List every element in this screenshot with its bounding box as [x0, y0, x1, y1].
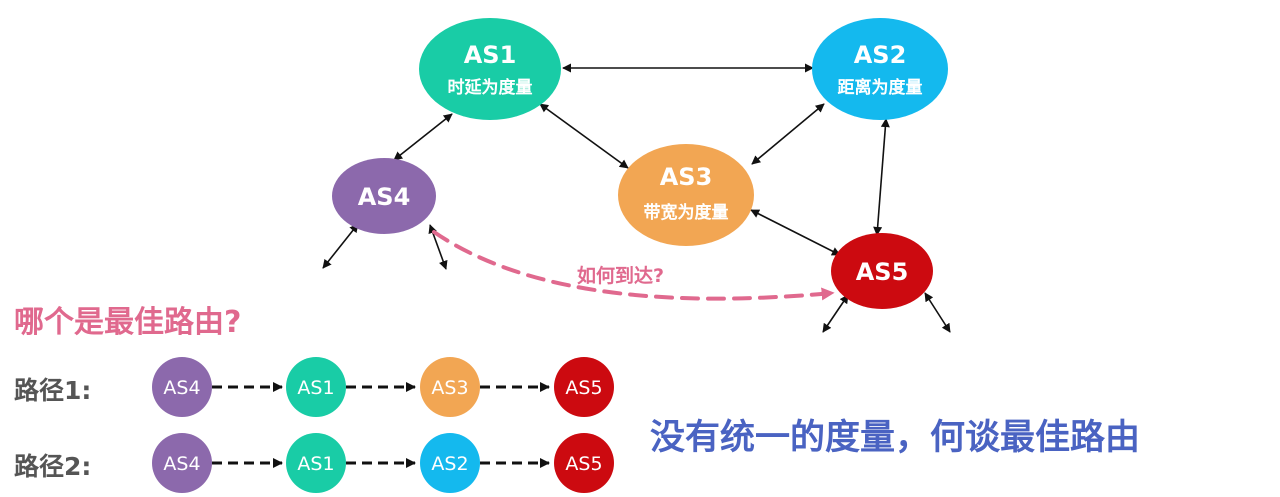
path2-hop3-circle — [420, 433, 480, 493]
path1-hop3-circle — [420, 357, 480, 417]
node-as2-metric: 距离为度量 — [838, 77, 923, 98]
path1-hop2-circle — [286, 357, 346, 417]
edge-as4-out-left — [322, 223, 359, 269]
edge-as1-as4 — [393, 113, 453, 161]
path1-hop3-label: AS3 — [431, 377, 468, 399]
node-as1: AS1 时延为度量 — [419, 18, 561, 120]
path2-hop3-label: AS2 — [431, 453, 468, 475]
node-as4-name: AS4 — [358, 183, 411, 211]
node-as5: AS5 — [831, 233, 933, 309]
node-as2-bubble — [812, 18, 948, 120]
route-question-label: 如何到达? — [577, 264, 664, 287]
path2-hop2-circle — [286, 433, 346, 493]
node-as1-metric: 时延为度量 — [448, 77, 533, 98]
node-as2: AS2 距离为度量 — [812, 18, 948, 120]
path1-hop4-circle — [554, 357, 614, 417]
edge-as5-out-right — [924, 292, 951, 333]
path1-hop4-label: AS5 — [565, 377, 602, 399]
node-as3-bubble — [618, 144, 754, 246]
node-as4-bubble — [332, 158, 436, 234]
conclusion-text: 没有统一的度量，何谈最佳路由 — [650, 418, 1141, 458]
node-as1-bubble — [419, 18, 561, 120]
node-as5-bubble — [831, 233, 933, 309]
node-as3-metric: 带宽为度量 — [644, 202, 729, 223]
path2-hop1-label: AS4 — [163, 453, 200, 475]
node-as3-name: AS3 — [660, 163, 713, 191]
path2-label: 路径2: — [14, 452, 92, 481]
path2-hop2-label: AS1 — [297, 453, 334, 475]
edge-as5-out-left — [822, 294, 849, 333]
edge-as2-as5 — [873, 118, 890, 236]
node-as1-name: AS1 — [464, 41, 517, 69]
path1-hop2-label: AS1 — [297, 377, 334, 399]
path1-hop1-label: AS4 — [163, 377, 200, 399]
node-as5-name: AS5 — [856, 258, 909, 286]
node-as4: AS4 — [332, 158, 436, 234]
path1-label: 路径1: — [14, 376, 92, 405]
path2-hop1-circle — [152, 433, 212, 493]
path2-sequence: AS4 AS1 AS2 AS5 — [152, 433, 614, 493]
path2-hop4-label: AS5 — [565, 453, 602, 475]
dashed-route-as4-as5 — [432, 230, 835, 301]
path1-sequence: AS4 AS1 AS3 AS5 — [152, 357, 614, 417]
edge-as2-as3 — [751, 103, 825, 165]
node-as2-name: AS2 — [854, 41, 907, 69]
path1-hop1-circle — [152, 357, 212, 417]
edge-as3-as5 — [750, 209, 841, 256]
best-route-question: 哪个是最佳路由? — [14, 305, 242, 340]
edge-as1-as3 — [539, 103, 629, 169]
path2-hop4-circle — [554, 433, 614, 493]
node-as3: AS3 带宽为度量 — [618, 144, 754, 246]
network-edges — [322, 63, 951, 333]
